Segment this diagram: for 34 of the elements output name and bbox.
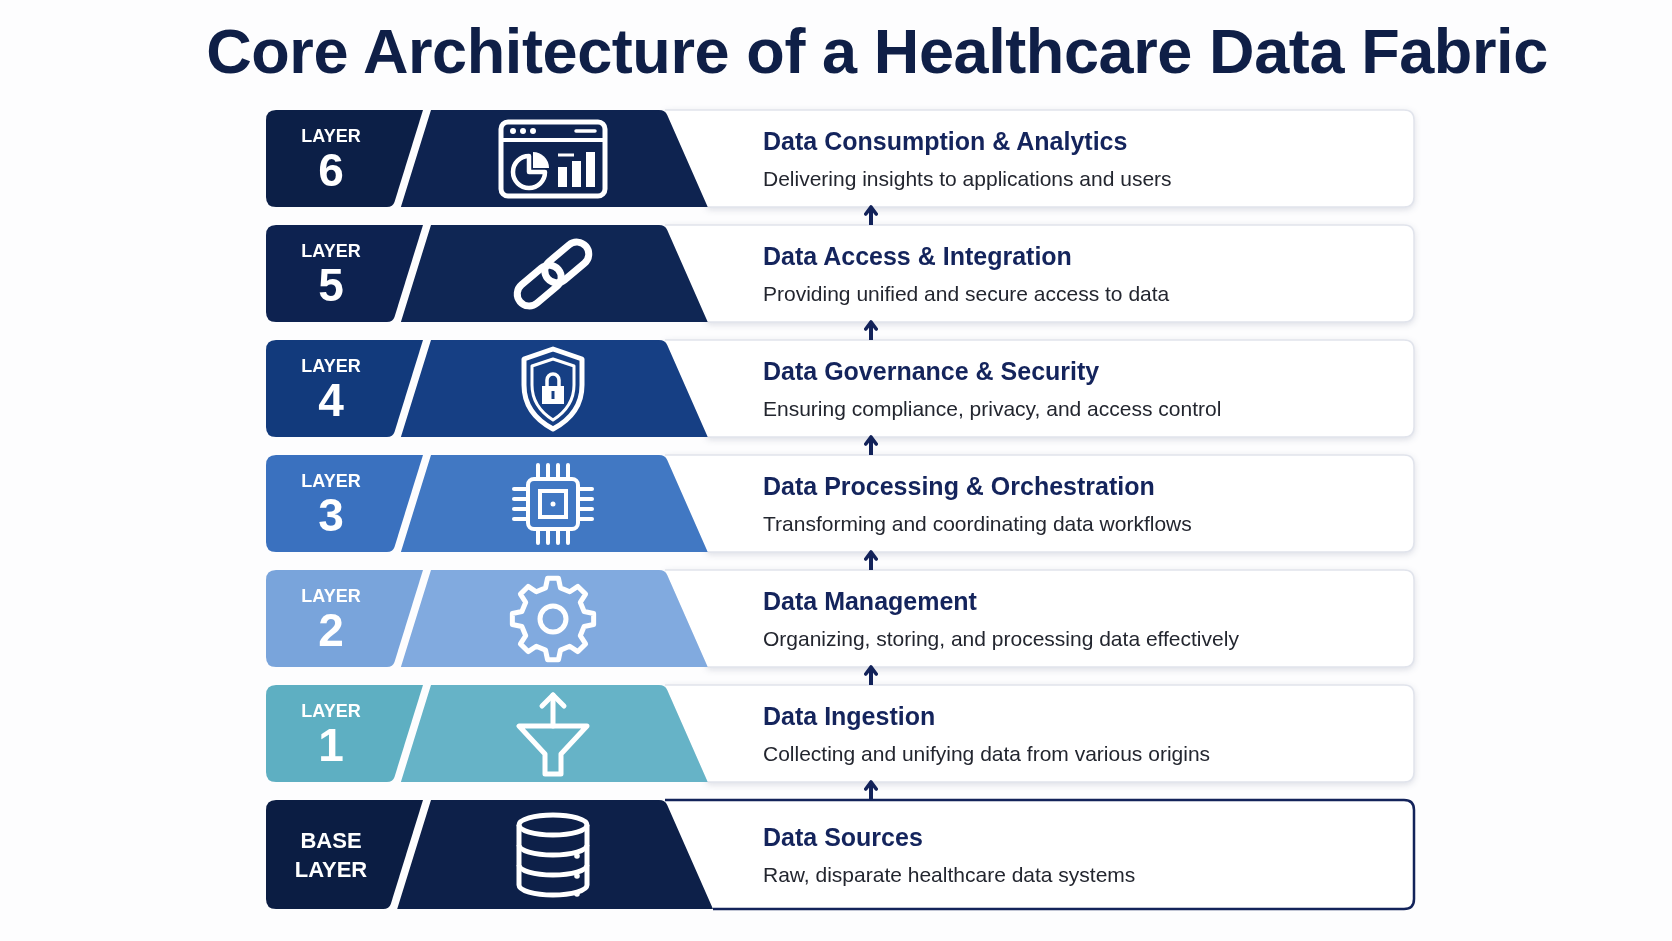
layer-number: 1 (318, 721, 344, 768)
layer-description: Delivering insights to applications and users (763, 165, 1172, 192)
layer-description: Organizing, storing, and processing data effectively (763, 625, 1239, 652)
layer-description: Transforming and coordinating data workflows (763, 510, 1192, 537)
layer-number: 3 (318, 491, 344, 538)
layer-label: BASE LAYER (293, 826, 369, 884)
arrow (864, 205, 878, 225)
diagram-title: Core Architecture of a Healthcare Data Fabric (206, 15, 1548, 87)
layer-label: LAYER (301, 354, 361, 377)
arrow (864, 435, 878, 455)
layer-heading: Data Access & Integration (763, 240, 1072, 271)
layer-heading: Data Governance & Security (763, 355, 1100, 386)
layer-description: Collecting and unifying data from various origins (763, 740, 1211, 767)
arrow (864, 320, 878, 340)
layer-description: Ensuring compliance, privacy, and access control (763, 395, 1222, 422)
arrow (864, 550, 878, 570)
layer-heading: Data Consumption & Analytics (763, 125, 1128, 156)
layer-description: Raw, disparate healthcare data systems (763, 861, 1136, 888)
layer-label: LAYER (301, 124, 361, 147)
arrow (864, 780, 878, 800)
arrow (864, 665, 878, 685)
layer-heading: Data Sources (763, 821, 923, 852)
layer-number: 6 (318, 146, 344, 193)
layer-heading: Data Processing & Orchestration (763, 470, 1155, 501)
layer-label: LAYER (301, 239, 361, 262)
layer-number: 4 (318, 376, 344, 423)
layer-heading: Data Management (763, 585, 977, 616)
layer-label: LAYER (301, 469, 361, 492)
layer-description: Providing unified and secure access to data (763, 280, 1170, 307)
layer-heading: Data Ingestion (763, 700, 936, 731)
layer-number: 2 (318, 606, 344, 653)
layer-number: 5 (318, 261, 344, 308)
layer-label: LAYER (301, 699, 361, 722)
layer-label: LAYER (301, 584, 361, 607)
